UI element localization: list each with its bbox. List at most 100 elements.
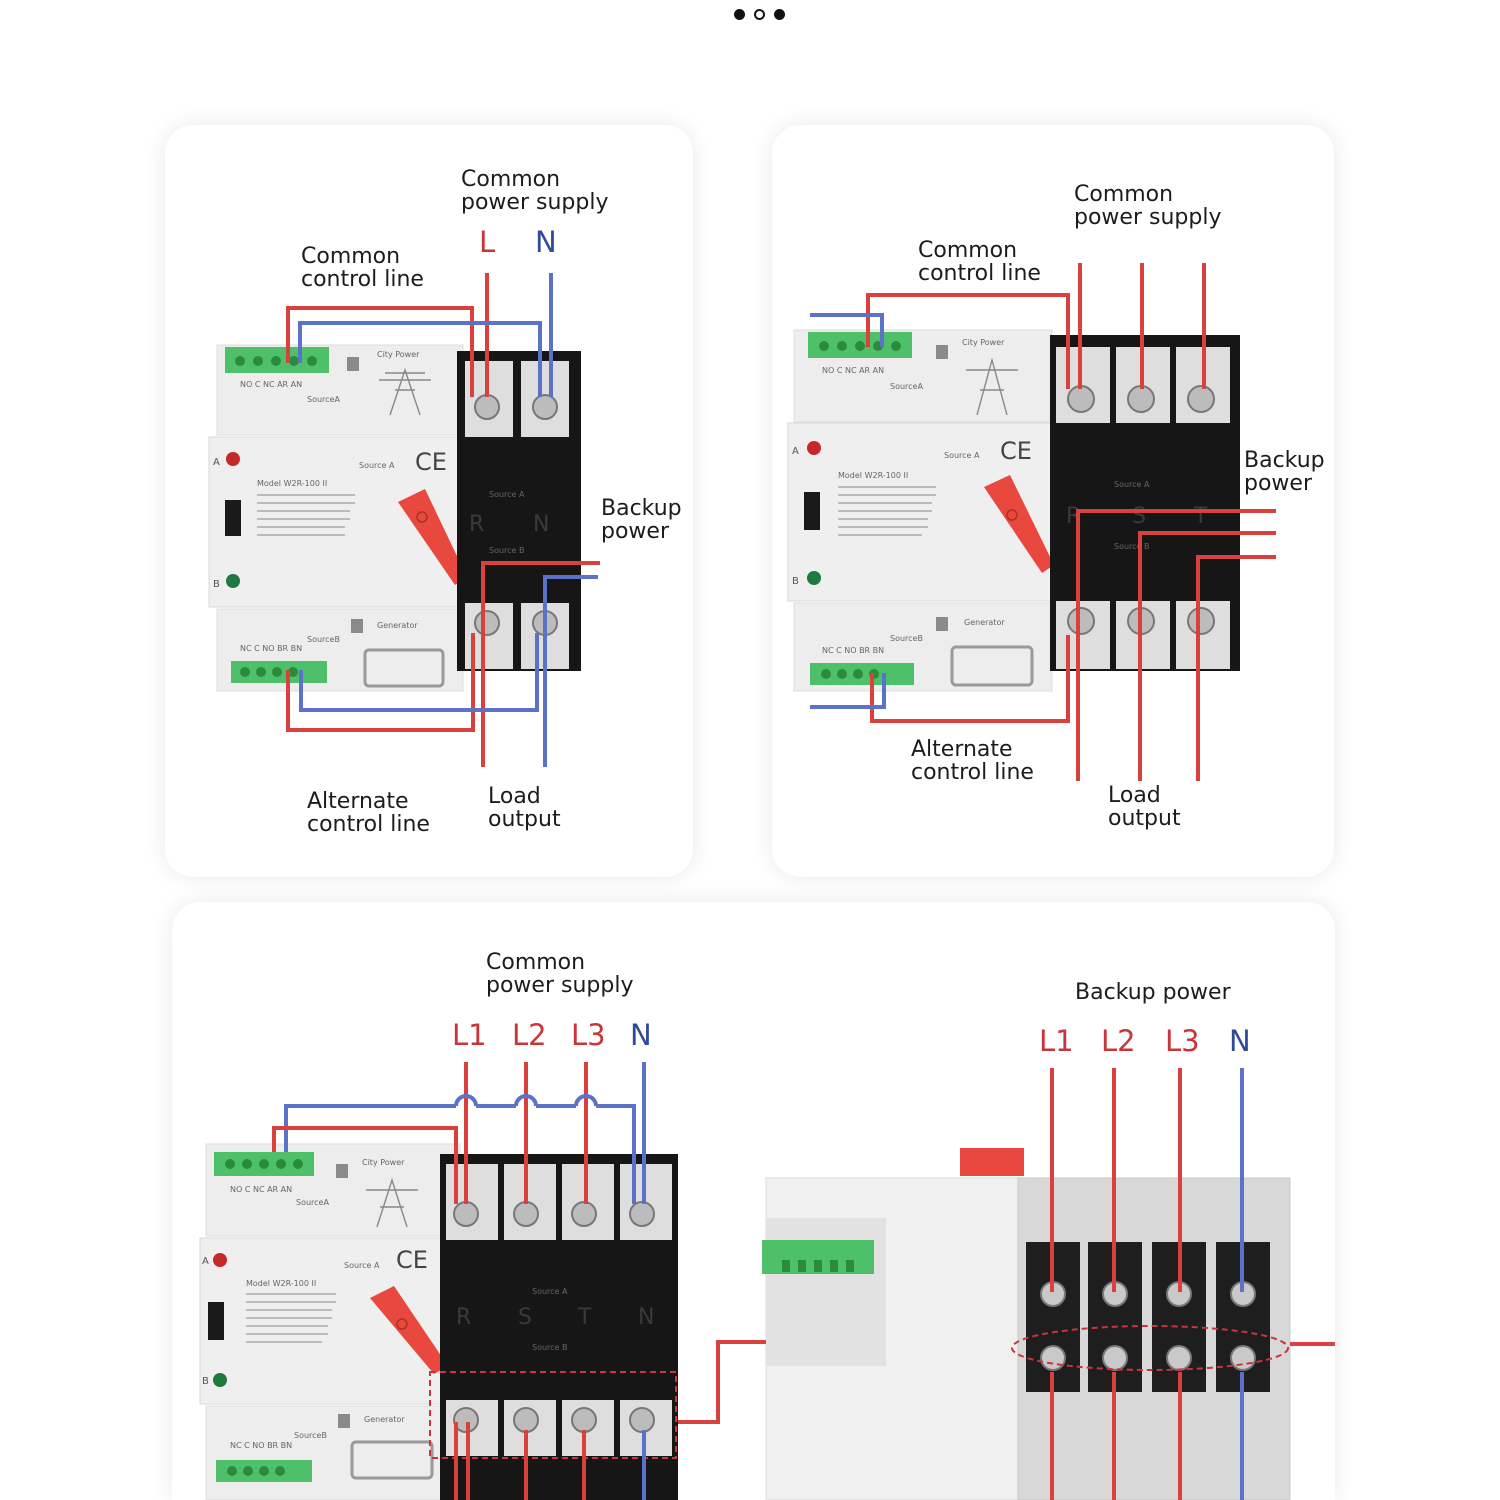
label-backup-power: Backup power xyxy=(601,496,682,544)
svg-text:B: B xyxy=(792,576,799,587)
wiring xyxy=(810,263,1276,781)
common-terminal-l2: L2 xyxy=(512,1018,547,1052)
wiring xyxy=(272,1062,1335,1500)
svg-text:T: T xyxy=(577,1305,592,1330)
switch-2p-illustration: NO C NC AR AN SourceA City Power A B Mod… xyxy=(208,273,600,767)
svg-text:Model W2R-100 II: Model W2R-100 II xyxy=(838,471,908,480)
switch-3p-illustration: NO C NC AR AN SourceA City Power A B Mod… xyxy=(787,263,1276,781)
selector-handle xyxy=(984,475,1054,573)
svg-text:S: S xyxy=(1132,504,1146,529)
common-terminal-n: N xyxy=(630,1018,652,1052)
label-backup-power: Backup power xyxy=(1075,980,1231,1005)
svg-text:NC C NO BR BN: NC C NO BR BN xyxy=(240,644,302,653)
label-backup-power: Backup power xyxy=(1244,448,1325,496)
indicator-a xyxy=(213,1253,227,1267)
svg-text:Model W2R-100 II: Model W2R-100 II xyxy=(246,1279,316,1288)
svg-text:City Power: City Power xyxy=(377,350,420,359)
svg-text:N: N xyxy=(533,512,549,537)
generator-icon xyxy=(950,645,1034,687)
label-load-output: Load output xyxy=(1108,783,1181,831)
svg-text:A: A xyxy=(213,457,220,468)
carousel-dot-1[interactable] xyxy=(734,9,745,20)
indicator-b xyxy=(226,574,240,588)
svg-text:T: T xyxy=(1193,504,1208,529)
svg-text:Source B: Source B xyxy=(532,1343,568,1352)
svg-text:SourceA: SourceA xyxy=(307,395,340,404)
common-terminal-l3: L3 xyxy=(571,1018,606,1052)
generator-icon xyxy=(350,1440,434,1480)
svg-text:CE: CE xyxy=(1000,437,1032,465)
manual-auto-switch xyxy=(804,492,820,530)
svg-text:NC C NO BR BN: NC C NO BR BN xyxy=(230,1441,292,1450)
carousel-dot-2-active[interactable] xyxy=(754,9,765,20)
svg-text:NC C NO BR BN: NC C NO BR BN xyxy=(822,646,884,655)
upper-terminal-text: NO C NC AR AN xyxy=(240,380,302,389)
selector-handle xyxy=(370,1286,448,1374)
label-alternate-control-line: Alternate control line xyxy=(911,737,1034,785)
svg-text:SourceB: SourceB xyxy=(294,1431,327,1440)
manual-auto-switch xyxy=(225,500,241,536)
side-handle xyxy=(960,1148,1024,1176)
terminal-label-n: N xyxy=(535,225,557,259)
svg-text:Model W2R-100 II: Model W2R-100 II xyxy=(257,479,327,488)
svg-text:Source A: Source A xyxy=(532,1287,568,1296)
common-terminal-l1: L1 xyxy=(452,1018,487,1052)
svg-text:Source A: Source A xyxy=(489,490,525,499)
switch-4p-illustration: NO C NC AR AN SourceA City Power A B Mod… xyxy=(199,1062,1335,1500)
svg-text:Source A: Source A xyxy=(1114,480,1150,489)
wiring-diagram-2p: NO C NC AR AN SourceA City Power A B Mod… xyxy=(165,125,693,877)
svg-text:Source A: Source A xyxy=(359,461,395,470)
label-common-power-supply: Common power supply xyxy=(461,167,609,215)
indicator-a xyxy=(226,452,240,466)
generator-icon xyxy=(363,648,445,688)
svg-text:SourceA: SourceA xyxy=(890,382,923,391)
backup-terminal-l2: L2 xyxy=(1101,1024,1136,1058)
pylon-icon xyxy=(366,1177,418,1228)
svg-text:Generator: Generator xyxy=(364,1415,405,1424)
pylon-icon xyxy=(966,357,1018,416)
label-common-power-supply: Common power supply xyxy=(1074,182,1222,230)
svg-text:S: S xyxy=(518,1305,532,1330)
svg-text:Generator: Generator xyxy=(377,621,418,630)
label-common-control-line: Common control line xyxy=(918,238,1041,286)
carousel-dots xyxy=(734,9,785,20)
svg-text:Generator: Generator xyxy=(964,618,1005,627)
side-bridge-highlight xyxy=(1011,1325,1289,1371)
main-body xyxy=(208,436,468,608)
svg-text:Source B: Source B xyxy=(489,546,525,555)
svg-text:SourceB: SourceB xyxy=(307,635,340,644)
pylon-icon xyxy=(379,367,431,416)
svg-text:B: B xyxy=(213,579,220,590)
backup-terminal-l3: L3 xyxy=(1165,1024,1200,1058)
indicator-b xyxy=(213,1373,227,1387)
main-body xyxy=(199,1237,467,1405)
lower-control-module xyxy=(205,1405,461,1500)
svg-text:R: R xyxy=(456,1305,471,1330)
svg-text:NO C NC AR AN: NO C NC AR AN xyxy=(230,1185,292,1194)
label-load-output: Load output xyxy=(488,784,561,832)
svg-text:Source B: Source B xyxy=(1114,542,1150,551)
svg-text:SourceB: SourceB xyxy=(890,634,923,643)
backup-terminal-l1: L1 xyxy=(1039,1024,1074,1058)
bridge-highlight-box xyxy=(429,1371,677,1459)
manual-auto-switch xyxy=(208,1302,224,1340)
svg-text:Source A: Source A xyxy=(944,451,980,460)
svg-text:SourceA: SourceA xyxy=(296,1198,329,1207)
label-alternate-control-line: Alternate control line xyxy=(307,789,430,837)
svg-text:R: R xyxy=(469,512,484,537)
indicator-b xyxy=(807,571,821,585)
svg-text:B: B xyxy=(202,1376,209,1387)
svg-text:A: A xyxy=(202,1256,209,1267)
backup-terminal-n: N xyxy=(1229,1024,1251,1058)
wiring-diagram-4p: NO C NC AR AN SourceA City Power A B Mod… xyxy=(172,902,1335,1500)
svg-text:City Power: City Power xyxy=(962,338,1005,347)
wiring-diagram-3p: NO C NC AR AN SourceA City Power A B Mod… xyxy=(772,125,1334,877)
selector-handle xyxy=(398,489,467,585)
label-common-power-supply: Common power supply xyxy=(486,950,634,998)
carousel-dot-3[interactable] xyxy=(774,9,785,20)
svg-text:N: N xyxy=(638,1305,654,1330)
svg-text:CE: CE xyxy=(396,1246,428,1274)
svg-text:City Power: City Power xyxy=(362,1158,405,1167)
terminal-label-l: L xyxy=(479,225,496,259)
svg-text:CE: CE xyxy=(415,448,447,476)
